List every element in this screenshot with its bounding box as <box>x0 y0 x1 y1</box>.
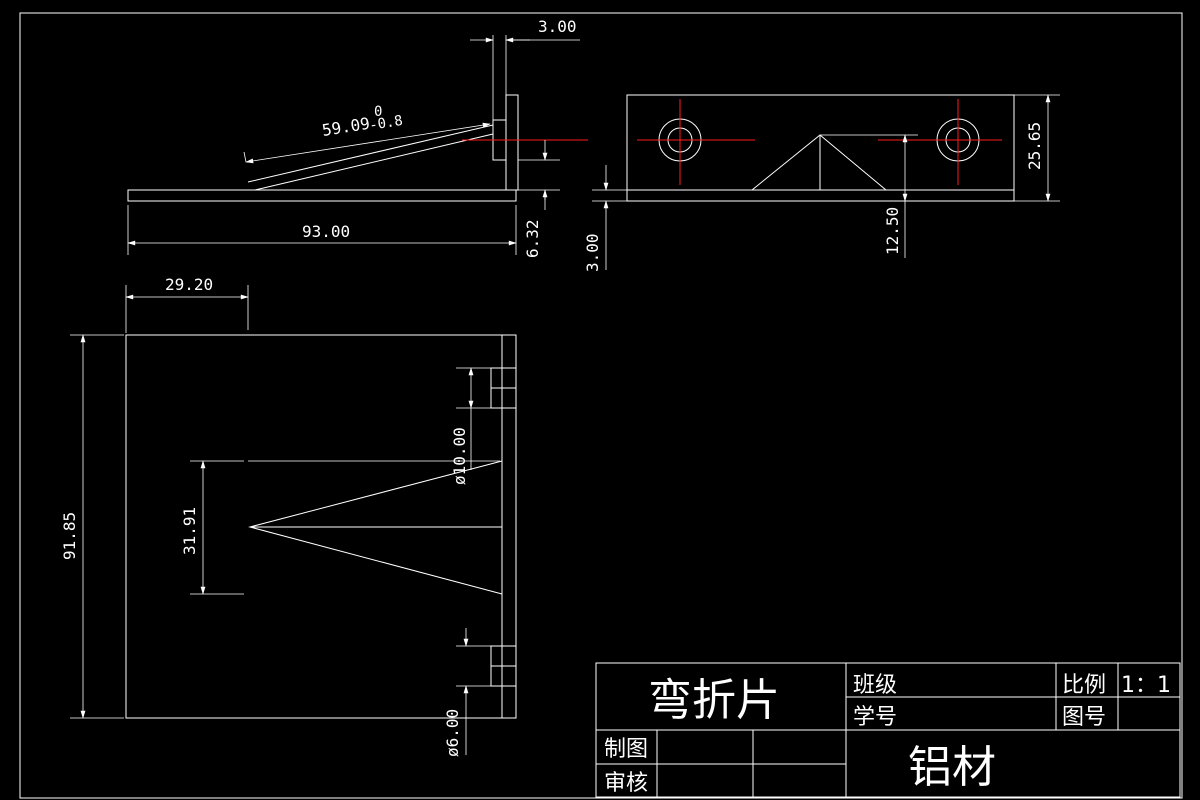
part-name: 弯折片 <box>648 675 780 726</box>
scale-label: 比例 <box>1062 673 1106 698</box>
checked-by-label: 审核 <box>604 771 648 796</box>
dim-text-632: 6.32 <box>523 219 542 258</box>
dim-text-hole-large: ø10.00 <box>450 427 469 485</box>
class-label: 班级 <box>853 673 897 698</box>
side-view: 12.50 25.65 3.00 <box>583 94 1060 272</box>
side-outline <box>626 94 1015 202</box>
top-plate <box>125 334 517 719</box>
sheet-border <box>19 12 1183 799</box>
dim-line-arm <box>245 122 491 164</box>
dim-text-tol-upper: 0 <box>374 104 382 120</box>
front-view: 3.00 59.09 0 -0.8 93.00 6.32 <box>127 17 588 258</box>
dim-text-3top: 3.00 <box>538 17 577 36</box>
front-vertical-flange <box>505 94 519 191</box>
title-block: 弯折片 班级 学号 比例 1：1 图号 制图 审核 铝材 <box>595 662 1181 798</box>
top-view: 29.20 91.85 31.91 ø10.00 ø6.00 <box>60 275 517 757</box>
drawing-no-label: 图号 <box>1062 705 1106 730</box>
dim-text-93: 93.00 <box>302 222 350 241</box>
dim-text-2920: 29.20 <box>165 275 213 294</box>
scale-value: 1：1 <box>1121 673 1171 698</box>
drawn-by-label: 制图 <box>604 737 648 762</box>
dim-text-3side: 3.00 <box>583 233 602 272</box>
dim-text-3191: 31.91 <box>180 507 199 555</box>
side-rib <box>751 134 887 191</box>
dim-text-9185: 91.85 <box>60 512 79 560</box>
dim-text-2565: 25.65 <box>1025 122 1044 170</box>
dim-text-arm: 59.09 <box>321 114 372 140</box>
dim-text-hole-small: ø6.00 <box>443 709 462 757</box>
front-base-plate <box>127 189 517 202</box>
student-id-label: 学号 <box>853 705 897 730</box>
dim-text-1250: 12.50 <box>883 207 902 255</box>
material: 铝材 <box>908 742 996 793</box>
dim-text-tol-lower: -0.8 <box>368 113 404 134</box>
